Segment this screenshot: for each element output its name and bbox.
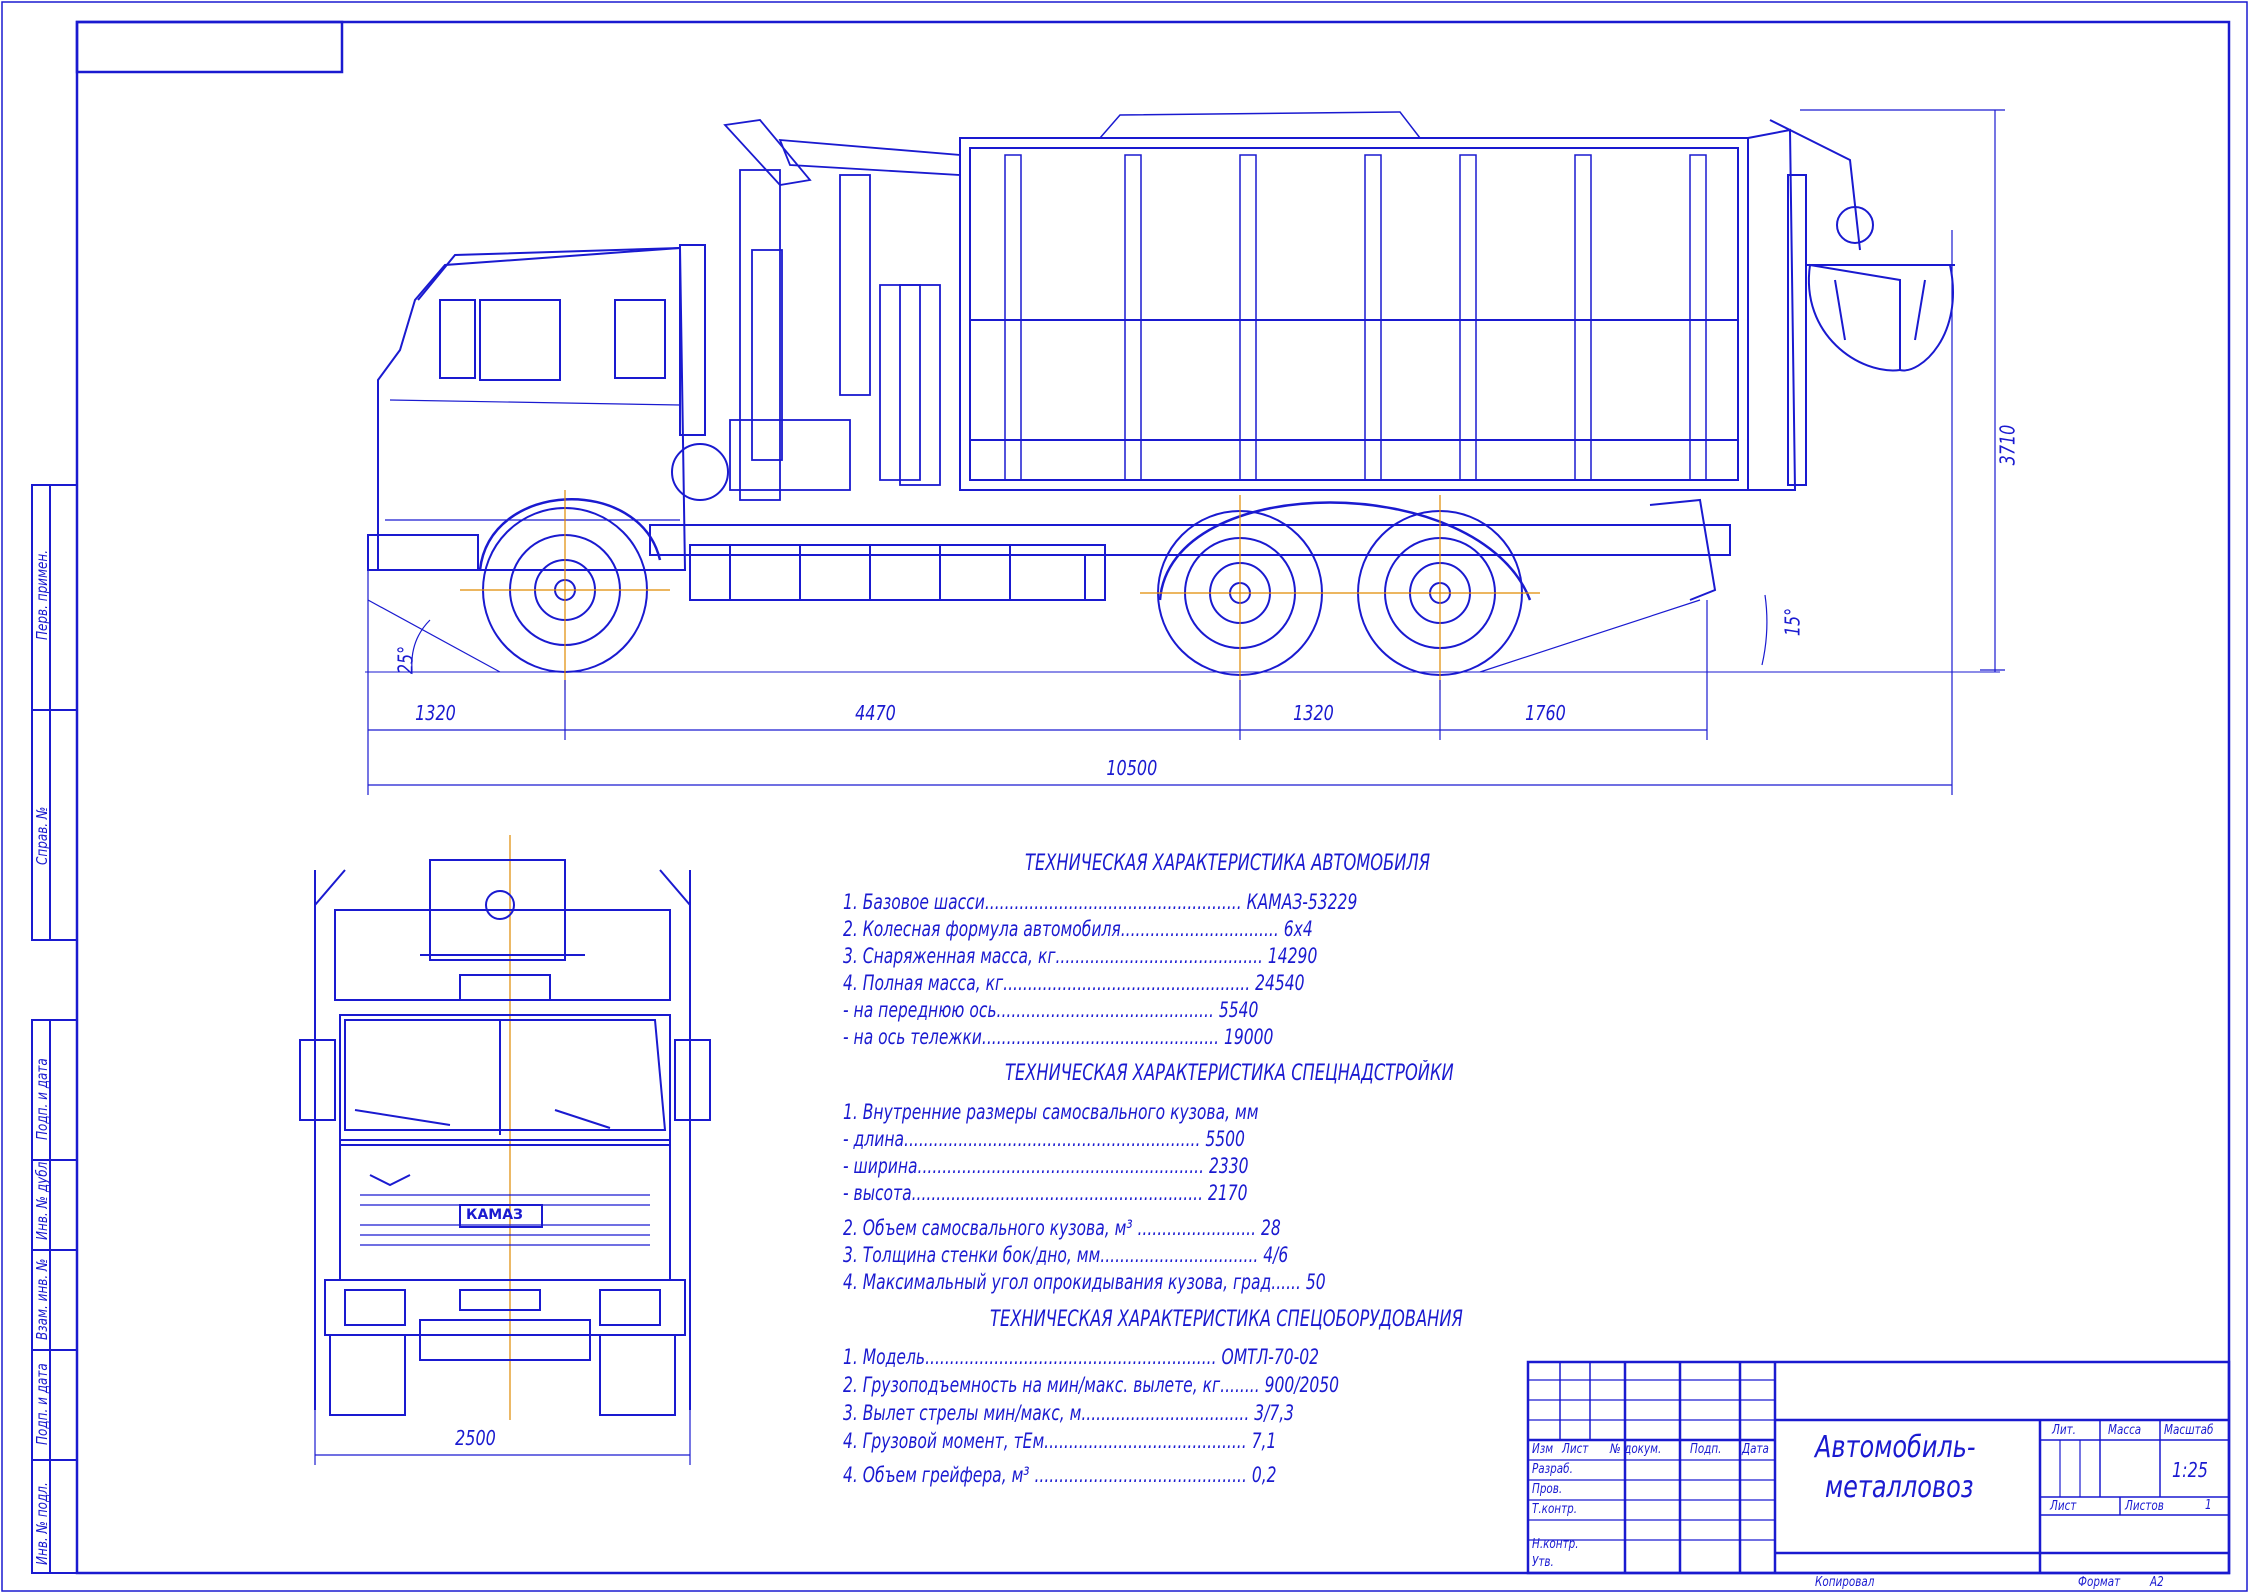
front-view (299, 859, 711, 1465)
dim-front-overhang: 1320 (415, 701, 456, 725)
spec-line: 4. Полная масса, кг.....................… (843, 971, 1305, 995)
tb-col-ndoc: № докум. (1610, 1442, 1662, 1457)
spec-line: - высота................................… (843, 1181, 1248, 1205)
tb-lit: Лит. (2052, 1423, 2076, 1438)
stamp-vzam-inv: Взам. инв. № (33, 1258, 51, 1340)
dim-wheelbase: 4470 (855, 701, 896, 725)
tb-sheet: Лист (2050, 1499, 2077, 1514)
spec-line: 2. Грузоподъемность на мин/макс. вылете,… (843, 1373, 1340, 1397)
top-left-stamp (75, 20, 344, 74)
spec-line: 3. Снаряженная масса, кг................… (843, 944, 1318, 968)
drawing-title-line2: металловоз (1825, 1470, 1974, 1505)
tb-row-razrab: Разраб. (1532, 1462, 1573, 1477)
spec-line: 2. Колесная формула автомобиля..........… (843, 917, 1313, 941)
tb-row-prov: Пров. (1532, 1482, 1563, 1497)
cab (377, 246, 687, 571)
spec-line: - на переднюю ось.......................… (843, 998, 1259, 1022)
tb-col-list: Лист (1562, 1442, 1589, 1457)
stamp-sprav-no: Справ. № (33, 806, 51, 865)
tb-col-izm: Изм (1532, 1442, 1554, 1457)
tb-row-nkontr: Н.контр. (1532, 1537, 1579, 1552)
stamp-perv-primen: Перв. примен. (33, 549, 51, 640)
tb-masshtab: Масштаб (2164, 1423, 2214, 1438)
crane-head-front (429, 859, 566, 961)
stamp-podp-data-1: Подп. и дата (33, 1058, 51, 1140)
kamaz-badge-frame (459, 1204, 543, 1228)
spec-line: - ширина................................… (843, 1154, 1249, 1178)
axis-lines (460, 490, 1540, 1420)
stamp-podp-data-2: Подп. и дата (33, 1363, 51, 1445)
spec-line: 3. Вылет стрелы мин/макс, м.............… (843, 1401, 1295, 1425)
spec-body-heading: ТЕХНИЧЕСКАЯ ХАРАКТЕРИСТИКА СПЕЦНАДСТРОЙК… (1005, 1061, 1454, 1086)
dim-bogie-spacing: 1320 (1293, 701, 1334, 725)
dim-rear-angle: 15° (1780, 607, 1805, 637)
title-block-frame (1526, 1360, 2231, 1575)
dim-rear-overhang: 1760 (1525, 701, 1566, 725)
spec-line: 4. Объем грейфера, м³ ..................… (843, 1463, 1277, 1487)
tb-scale: 1:25 (2172, 1458, 2208, 1482)
grab (1769, 119, 1955, 372)
stamp-inv-dubl: Инв. № дубл. (33, 1157, 51, 1240)
spec-line: - на ось тележки........................… (843, 1025, 1274, 1049)
drawing-title-line1: Автомобиль- (1815, 1430, 1976, 1465)
spec-line: 4. Грузовой момент, тЕм.................… (843, 1429, 1277, 1453)
dim-front-angle: 25° (393, 645, 418, 675)
dump-body (959, 137, 1749, 491)
spec-vehicle-heading: ТЕХНИЧЕСКАЯ ХАРАКТЕРИСТИКА АВТОМОБИЛЯ (1025, 851, 1431, 876)
spec-line: 3. Толщина стенки бок/дно, мм...........… (843, 1243, 1289, 1267)
dim-overall-length: 10500 (1106, 756, 1158, 780)
side-stamp-frame (31, 484, 78, 1574)
tb-row-tkontr: Т.контр. (1532, 1502, 1578, 1517)
inner-frame (75, 20, 2231, 1575)
spec-line: 1. Внутренние размеры самосвального кузо… (843, 1100, 1259, 1124)
tb-sheets: Листов (2125, 1499, 2164, 1514)
tb-massa: Масса (2108, 1423, 2142, 1438)
spec-line: 4. Максимальный угол опрокидывания кузов… (843, 1270, 1326, 1294)
dimension-lines (367, 109, 2005, 795)
dim-overall-height: 3710 (1995, 424, 2020, 466)
tb-format: Формат (2078, 1575, 2121, 1590)
tb-row-utv: Утв. (1532, 1555, 1554, 1570)
spec-line: 1. Модель...............................… (843, 1345, 1320, 1369)
dim-overall-width: 2500 (455, 1426, 496, 1450)
front-cab (339, 1014, 671, 1146)
spec-equipment-heading: ТЕХНИЧЕСКАЯ ХАРАКТЕРИСТИКА СПЕЦОБОРУДОВА… (990, 1307, 1463, 1332)
tb-sheets-count: 1 (2205, 1498, 2212, 1513)
spec-line: - длина.................................… (843, 1127, 1245, 1151)
spec-line: 2. Объем самосвального кузова, м³ ......… (843, 1216, 1281, 1240)
crane (723, 119, 961, 501)
tb-col-data: Дата (1742, 1442, 1769, 1457)
tb-copied: Копировал (1815, 1575, 1875, 1590)
kamaz-badge: КАМАЗ (466, 1207, 523, 1223)
spec-line: 1. Базовое шасси........................… (843, 890, 1358, 914)
tb-col-podp: Подп. (1690, 1442, 1722, 1457)
stamp-inv-podl: Инв. № подл. (33, 1482, 51, 1565)
tb-format-value: A2 (2150, 1575, 2164, 1590)
chassis-frame (649, 524, 1731, 556)
